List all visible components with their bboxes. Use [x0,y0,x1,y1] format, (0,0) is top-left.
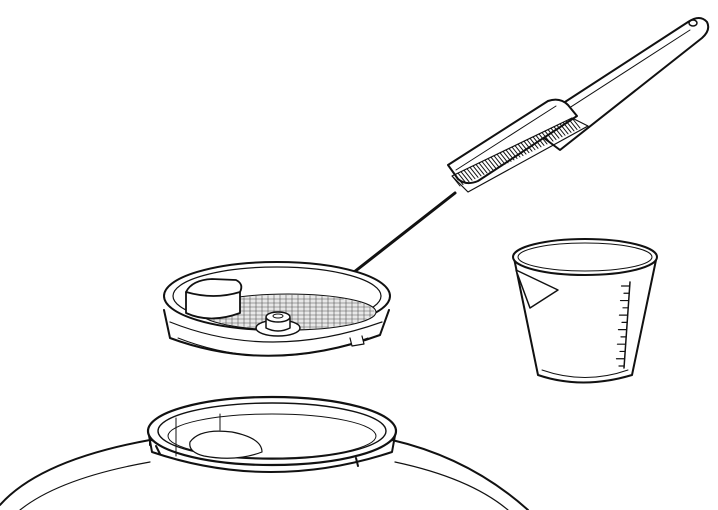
measuring-cup [513,239,657,383]
cup-body [514,258,656,383]
filter-basket [164,262,390,356]
water-tank [0,397,528,510]
cleaning-brush [448,18,708,192]
cup-rim [513,239,657,275]
